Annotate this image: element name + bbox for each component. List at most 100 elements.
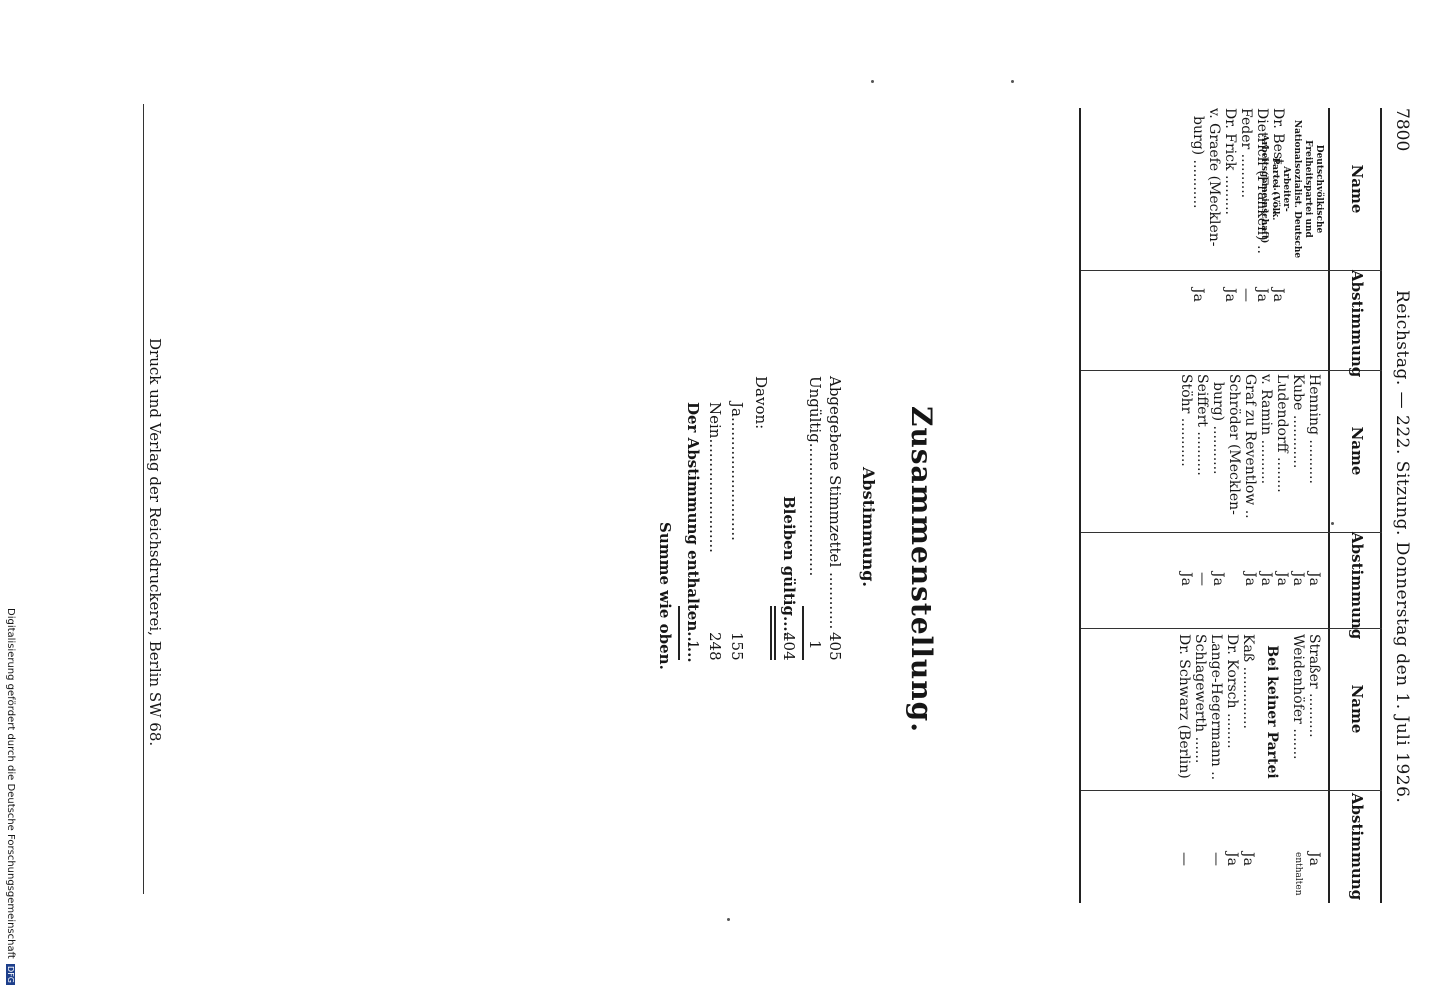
scan-speck bbox=[1011, 80, 1014, 83]
vote-value: — bbox=[1176, 852, 1192, 866]
member-name: Graf zu Reventlow .. bbox=[1242, 374, 1258, 519]
summary-subtitle: Abstimmung. bbox=[859, 467, 878, 587]
funding-text: Digitalisierung gefördert durch die Deut… bbox=[5, 608, 16, 959]
summary-value: 1 bbox=[806, 640, 824, 650]
member-name: Dr. Schwarz (Berlin) bbox=[1176, 634, 1192, 779]
summary-title: Zusammenstellung. bbox=[905, 406, 938, 733]
member-name: Weidenhöfer ....... bbox=[1290, 634, 1306, 760]
member-name: Ludendorff ........ bbox=[1274, 374, 1290, 493]
footer-rule bbox=[143, 104, 144, 894]
vote-value: Ja bbox=[1306, 852, 1322, 866]
member-name: Stöhr ........... bbox=[1178, 374, 1194, 467]
member-name: Straßer .......... bbox=[1306, 634, 1322, 738]
vote-value: Ja bbox=[1258, 572, 1274, 586]
column-header-name: Name bbox=[1348, 164, 1366, 214]
vote-value: enthalten bbox=[1293, 852, 1303, 896]
vote-value: Ja bbox=[1210, 572, 1226, 586]
vote-value: Ja bbox=[1190, 288, 1206, 302]
member-name: burg) ........... bbox=[1190, 116, 1206, 209]
sum-rule bbox=[678, 606, 680, 660]
column-header-name: Name bbox=[1348, 684, 1366, 734]
summary-label: Ungültig............................ bbox=[806, 376, 824, 577]
vote-value: Ja bbox=[1224, 852, 1240, 866]
member-name: Dietrich (Franken) .. bbox=[1254, 108, 1270, 254]
vote-value: Ja bbox=[1290, 572, 1306, 586]
member-name: Kube ............ bbox=[1290, 374, 1306, 469]
column-header-vote: Abstimmung bbox=[1348, 532, 1366, 640]
dfg-logo: DFG bbox=[6, 964, 15, 985]
column-header-name: Name bbox=[1348, 426, 1366, 476]
vote-value bbox=[1226, 572, 1242, 586]
vote-value: — bbox=[1194, 572, 1210, 586]
table-bottom-rule bbox=[1079, 108, 1081, 903]
vote-value: Ja bbox=[1178, 572, 1194, 586]
member-name: Seiffert .......... bbox=[1194, 374, 1210, 476]
summary-label: Davon: bbox=[752, 376, 770, 430]
sum-rule bbox=[770, 606, 772, 660]
vote-value: Ja bbox=[1254, 288, 1270, 302]
member-name: Dr. Korsch ........ bbox=[1224, 634, 1240, 749]
funding-note: Digitalisierung gefördert durch die Deut… bbox=[5, 608, 16, 985]
name-list: Henning .......... Kube ............ Lud… bbox=[1178, 374, 1322, 532]
member-name: Schröder (Mecklen- bbox=[1226, 374, 1242, 515]
member-name: Kaß .............. bbox=[1240, 634, 1256, 729]
col-divider bbox=[1081, 628, 1382, 629]
member-name: Dr. Frick ......... bbox=[1222, 108, 1238, 215]
page-header-title: Reichstag. — 222. Sitzung. Donnerstag de… bbox=[1392, 290, 1412, 804]
member-name: Feder .......... bbox=[1238, 108, 1254, 199]
member-name: Lange-Hegermann .. bbox=[1208, 634, 1224, 781]
scan-speck bbox=[1331, 522, 1334, 525]
scan-speck bbox=[727, 918, 730, 921]
vote-value: Ja bbox=[1242, 572, 1258, 586]
member-name: burg) ........... bbox=[1210, 382, 1226, 475]
summary-row: Ungültig............................ bbox=[806, 376, 824, 576]
summary-value: 155 bbox=[728, 632, 746, 661]
vote-value bbox=[1206, 288, 1222, 302]
summary-value: 1 bbox=[684, 640, 702, 650]
col-divider bbox=[1081, 370, 1382, 371]
vote-table: Name Abstimmung Name Abstimmung Name Abs… bbox=[1074, 108, 1382, 903]
printer-imprint: Druck und Verlag der Reichsdruckerei, Be… bbox=[146, 338, 164, 747]
col-divider bbox=[1081, 270, 1382, 271]
scan-speck bbox=[871, 80, 874, 83]
member-name: Schlagewerth ...... bbox=[1192, 634, 1208, 764]
column-header-vote: Abstimmung bbox=[1348, 270, 1366, 378]
summary-value: 405 bbox=[826, 632, 844, 661]
vote-value: Ja bbox=[1240, 852, 1256, 866]
vote-value: Ja bbox=[1222, 288, 1238, 302]
vote-value bbox=[1192, 852, 1208, 896]
party-line: Deutschvölkische Freiheitspartei und bbox=[1303, 140, 1324, 238]
summary-label: Ja.......................... bbox=[728, 402, 746, 541]
summary-label: Der Abstimmung enthalten...... bbox=[684, 402, 702, 663]
vote-value: — bbox=[1238, 288, 1254, 302]
vote-value: Ja bbox=[1306, 572, 1322, 586]
page-number: 7800 bbox=[1392, 108, 1412, 152]
vote-value: Ja bbox=[1274, 572, 1290, 586]
summary-row: Abgegebene Stimmzettel ............ bbox=[826, 376, 844, 629]
summary-label: Abgegebene Stimmzettel ............ bbox=[826, 376, 844, 630]
column-header-vote: Abstimmung bbox=[1348, 792, 1366, 901]
col-divider bbox=[1081, 790, 1382, 791]
col-divider bbox=[1081, 532, 1382, 533]
vote-value: Ja bbox=[1270, 288, 1286, 302]
name-list: Dr. Best .......... Dietrich (Franken) .… bbox=[1190, 108, 1286, 270]
vote-list: Ja enthalten Ja Ja — — bbox=[1176, 852, 1322, 896]
member-name: v. Graefe (Mecklen- bbox=[1206, 108, 1222, 247]
summary-value: 404 bbox=[780, 632, 798, 661]
summary-label: Nein........................ bbox=[706, 402, 724, 553]
name-list: Straßer .......... Weidenhöfer ....... B… bbox=[1176, 634, 1322, 790]
sum-rule bbox=[774, 606, 776, 660]
vote-value: — bbox=[1208, 852, 1224, 866]
member-name: Dr. Best .......... bbox=[1270, 108, 1286, 214]
summary-label: Summe wie oben. bbox=[656, 522, 674, 670]
member-name: Henning .......... bbox=[1306, 374, 1322, 484]
table-header-rule bbox=[1328, 108, 1330, 903]
vote-list: Ja Ja — Ja Ja bbox=[1190, 288, 1286, 302]
summary-value: 248 bbox=[706, 632, 724, 661]
summary-label: Bleiben gültig.... bbox=[780, 496, 798, 637]
table-top-rule bbox=[1380, 108, 1382, 903]
section-subheading: Bei keiner Partei bbox=[1264, 645, 1280, 779]
member-name: v. Ramin .......... bbox=[1258, 374, 1274, 485]
sum-rule bbox=[802, 606, 804, 660]
